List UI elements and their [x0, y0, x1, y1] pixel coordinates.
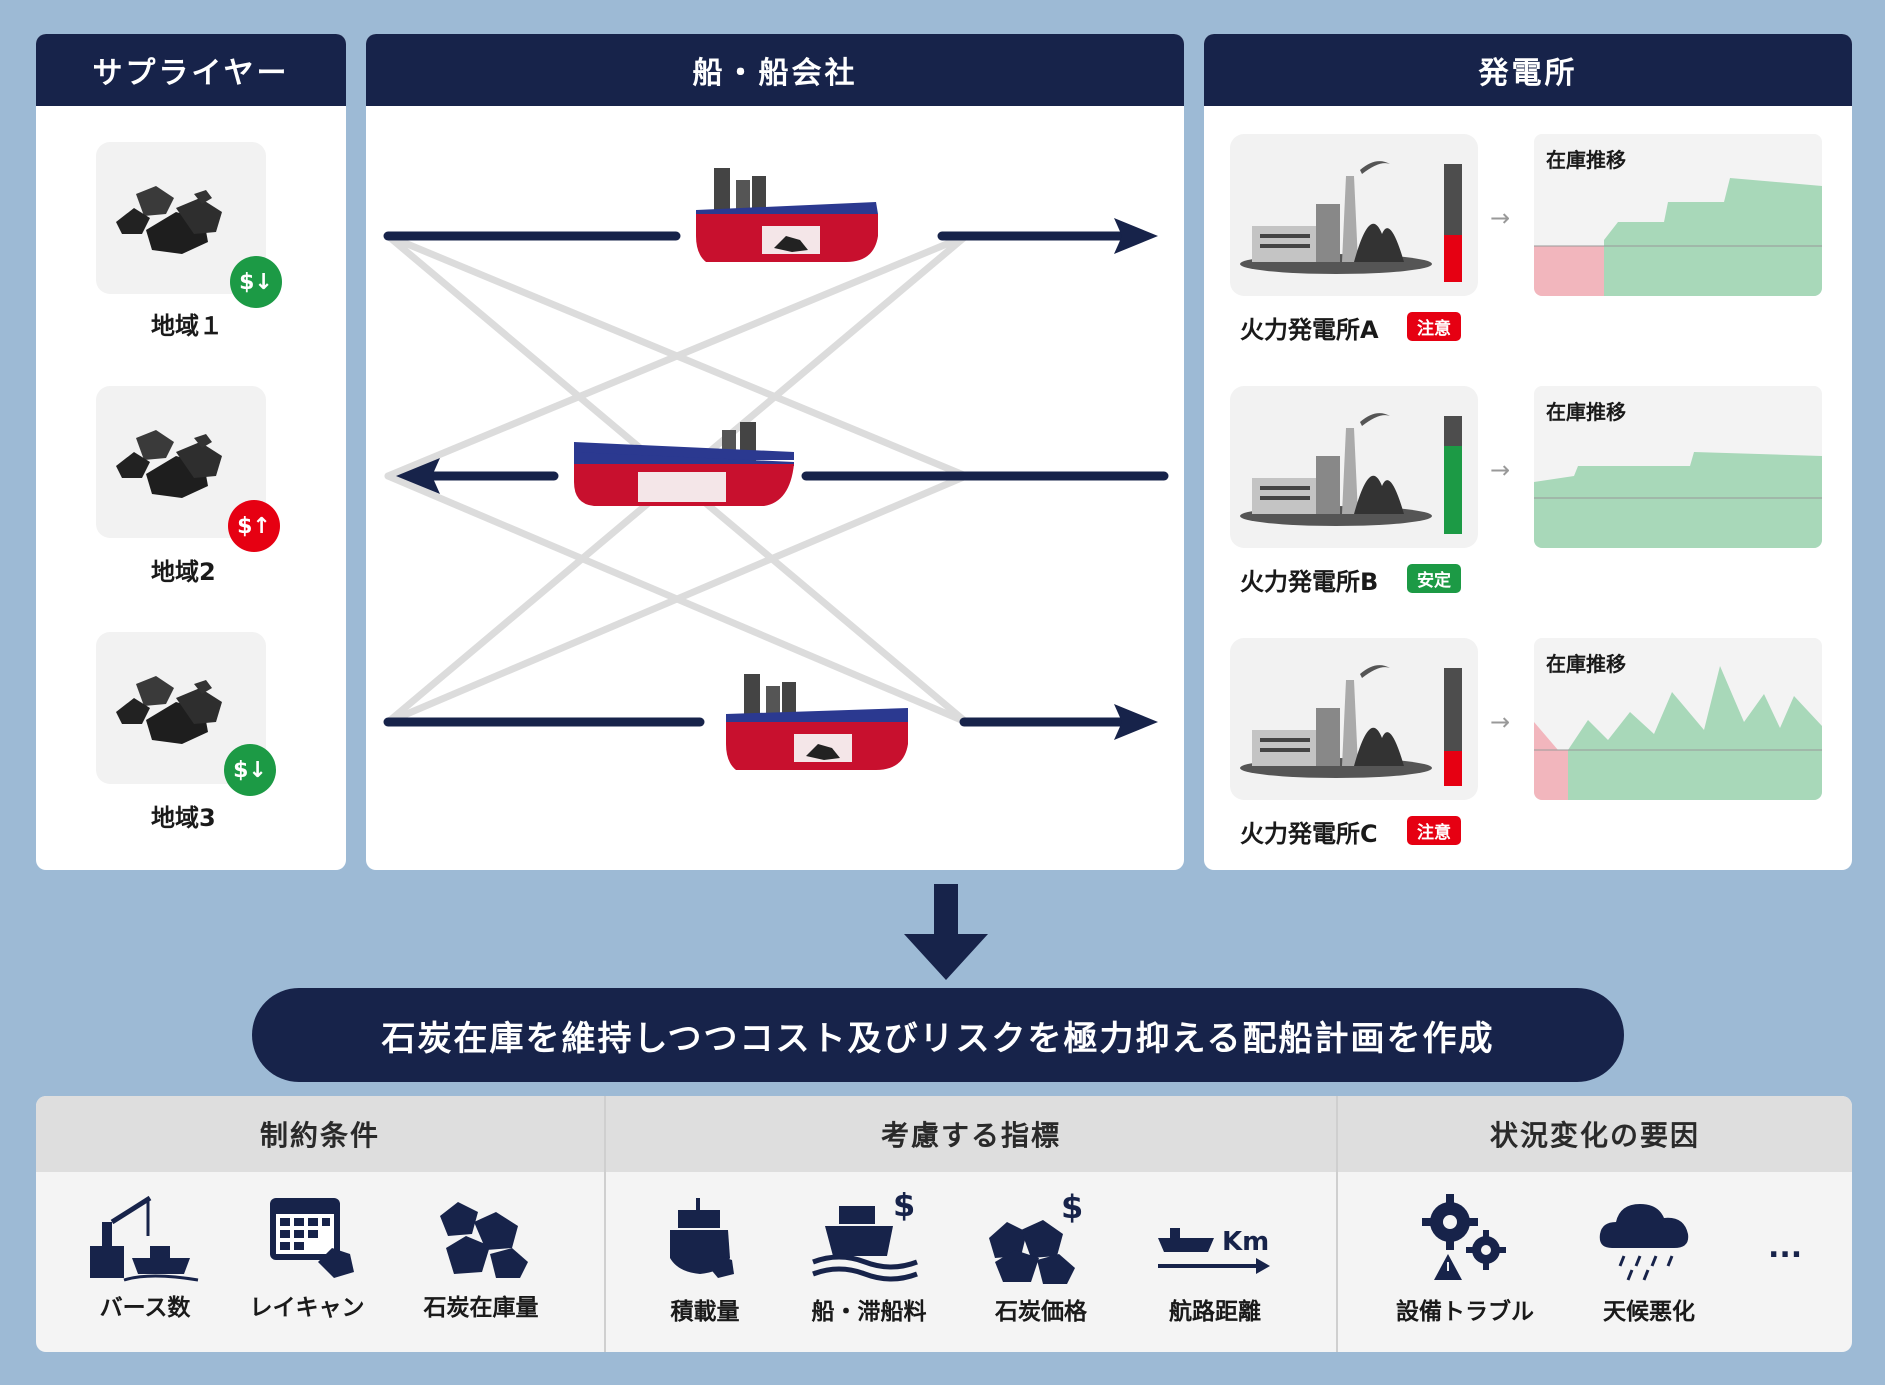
plant-b-card [1230, 386, 1478, 548]
chart-title: 在庫推移 [1546, 148, 1626, 172]
constraints-header: 制約条件 [36, 1096, 604, 1172]
cargo-ship-icon [670, 1198, 734, 1278]
demurrage-item: $ 船・滞船料 [794, 1192, 944, 1326]
more-ellipsis: ... [1768, 1230, 1803, 1265]
power-plant-icon [1240, 665, 1432, 778]
divider [604, 1096, 606, 1352]
km-glyph: Km [1222, 1227, 1269, 1257]
load-capacity-item: 積載量 [630, 1196, 780, 1326]
gear-warning-icon [1422, 1194, 1506, 1280]
chart-title: 在庫推移 [1546, 400, 1626, 424]
route-distance-item: Km 航路距離 [1140, 1192, 1290, 1326]
laycan-item: レイキャン [232, 1192, 382, 1322]
demurrage-label: 船・滞船料 [811, 1299, 927, 1325]
plan-banner: 石炭在庫を維持しつつコスト及びリスクを極力抑える配船計画を作成 [252, 988, 1624, 1082]
plant-a-label: 火力発電所A [1240, 316, 1379, 344]
down-arrow-icon [904, 884, 988, 980]
coal-icon [116, 430, 222, 498]
status-tag-c: 注意 [1407, 816, 1461, 845]
rain-cloud-icon [1599, 1204, 1689, 1281]
coal-price-item: $ 石炭価格 [966, 1192, 1116, 1326]
factors-header: 状況変化の要因 [1338, 1096, 1852, 1172]
equipment-trouble-item: 設備トラブル [1390, 1192, 1540, 1326]
status-tag-b: 安定 [1407, 564, 1461, 593]
berth-count-label: バース数 [99, 1295, 191, 1321]
route-distance-label: 航路距離 [1169, 1299, 1261, 1325]
dollar-glyph: $ [893, 1192, 915, 1224]
inventory-chart-a: 在庫推移 [1534, 134, 1822, 296]
power-plant-icon [1240, 161, 1432, 274]
chart-title: 在庫推移 [1546, 652, 1626, 676]
coal-dollar-icon: $ [989, 1192, 1083, 1284]
coal-stock-item: 石炭在庫量 [406, 1192, 556, 1322]
price-down-badge-region-3: $↓ [224, 744, 276, 796]
plant-b-label: 火力発電所B [1240, 568, 1379, 596]
arrow-right-icon: → [1490, 204, 1511, 232]
bad-weather-item: 天候悪化 [1574, 1192, 1724, 1326]
status-tag-a: 注意 [1407, 312, 1461, 341]
berth-crane-icon [90, 1195, 199, 1282]
power-plant-icon [1240, 413, 1432, 526]
coal-pile-icon [440, 1202, 528, 1278]
region-1-label: 地域１ [151, 312, 223, 340]
inventory-chart-c: 在庫推移 [1534, 638, 1822, 800]
load-capacity-label: 積載量 [670, 1299, 740, 1325]
bottom-panel: 制約条件 考慮する指標 状況変化の要因 バース数 レイキャン [36, 1096, 1852, 1352]
laycan-label: レイキャン [249, 1295, 365, 1321]
coal-icon [116, 676, 222, 744]
inventory-gauge-b [1444, 416, 1462, 534]
coal-icon [116, 186, 222, 254]
plant-c-label: 火力発電所C [1240, 820, 1378, 848]
distance-ship-icon: Km [1158, 1227, 1270, 1274]
inventory-gauge-a [1444, 164, 1462, 282]
price-up-badge-region-2: $↑ [228, 500, 280, 552]
shipping-routes [383, 168, 1169, 770]
ships-header: 船・船会社 [366, 34, 1184, 106]
dollar-glyph: $ [1061, 1192, 1083, 1226]
region-3-label: 地域3 [151, 804, 216, 832]
inventory-gauge-fill [1444, 445, 1462, 534]
bad-weather-label: 天候悪化 [1603, 1299, 1695, 1325]
ship-dollar-icon: $ [812, 1192, 918, 1282]
arrow-right-icon: → [1490, 456, 1511, 484]
calendar-coal-icon [270, 1198, 354, 1278]
arrow-right-icon: → [1490, 708, 1511, 736]
coal-price-label: 石炭価格 [995, 1299, 1087, 1325]
inventory-gauge-fill [1444, 234, 1462, 282]
plant-a-card [1230, 134, 1478, 296]
supplier-header: サプライヤー [36, 34, 346, 106]
plant-c-card [1230, 638, 1478, 800]
inventory-chart-b: 在庫推移 [1534, 386, 1822, 548]
region-2-label: 地域2 [151, 558, 216, 586]
berth-count-item: バース数 [70, 1192, 220, 1322]
plants-header: 発電所 [1204, 34, 1852, 106]
indicators-header: 考慮する指標 [606, 1096, 1336, 1172]
coal-stock-label: 石炭在庫量 [423, 1295, 539, 1321]
divider [1336, 1096, 1338, 1352]
price-down-badge-region-1: $↓ [230, 256, 282, 308]
equipment-trouble-label: 設備トラブル [1396, 1299, 1534, 1325]
region-2-card [96, 386, 266, 538]
inventory-gauge-c [1444, 668, 1462, 786]
inventory-gauge-fill [1444, 750, 1462, 786]
